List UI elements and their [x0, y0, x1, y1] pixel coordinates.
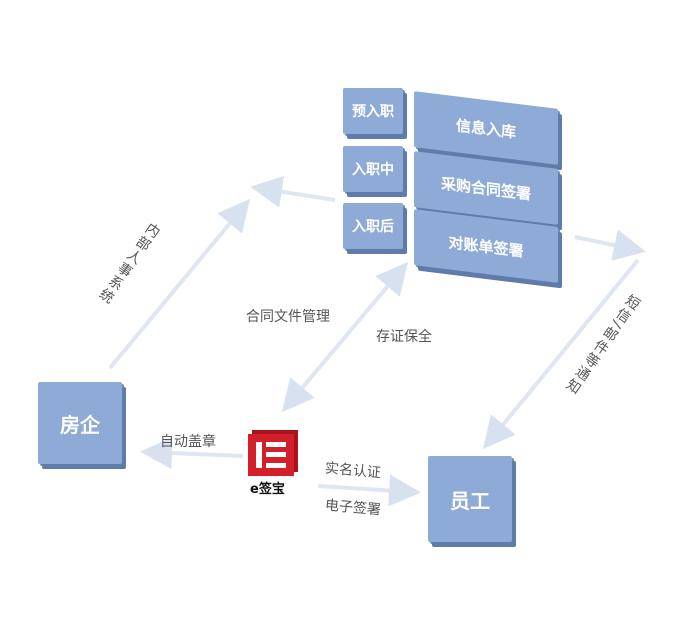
esign-logo-text: e签宝 — [250, 482, 285, 497]
stage-post: 入职后 — [343, 203, 403, 249]
stage-pre: 预入职 — [343, 88, 403, 134]
stage-during: 入职中 — [343, 146, 403, 192]
arrow-to-hr — [250, 175, 336, 208]
node-company: 房企 — [38, 382, 122, 464]
label-auto-seal: 自动盖章 — [160, 434, 216, 450]
label-evidence: 存证保全 — [376, 329, 432, 345]
arrow-auto-seal — [140, 437, 244, 469]
label-contract-mgmt: 合同文件管理 — [246, 309, 330, 325]
arrow-notify-employee — [482, 258, 640, 450]
esign-logo — [248, 434, 294, 476]
node-employee: 员工 — [428, 456, 512, 542]
arrow-hr-company — [108, 198, 251, 370]
arrow-contract-evidence — [281, 261, 409, 413]
arrow-to-employee — [317, 474, 421, 507]
arrow-to-notify — [574, 229, 646, 261]
